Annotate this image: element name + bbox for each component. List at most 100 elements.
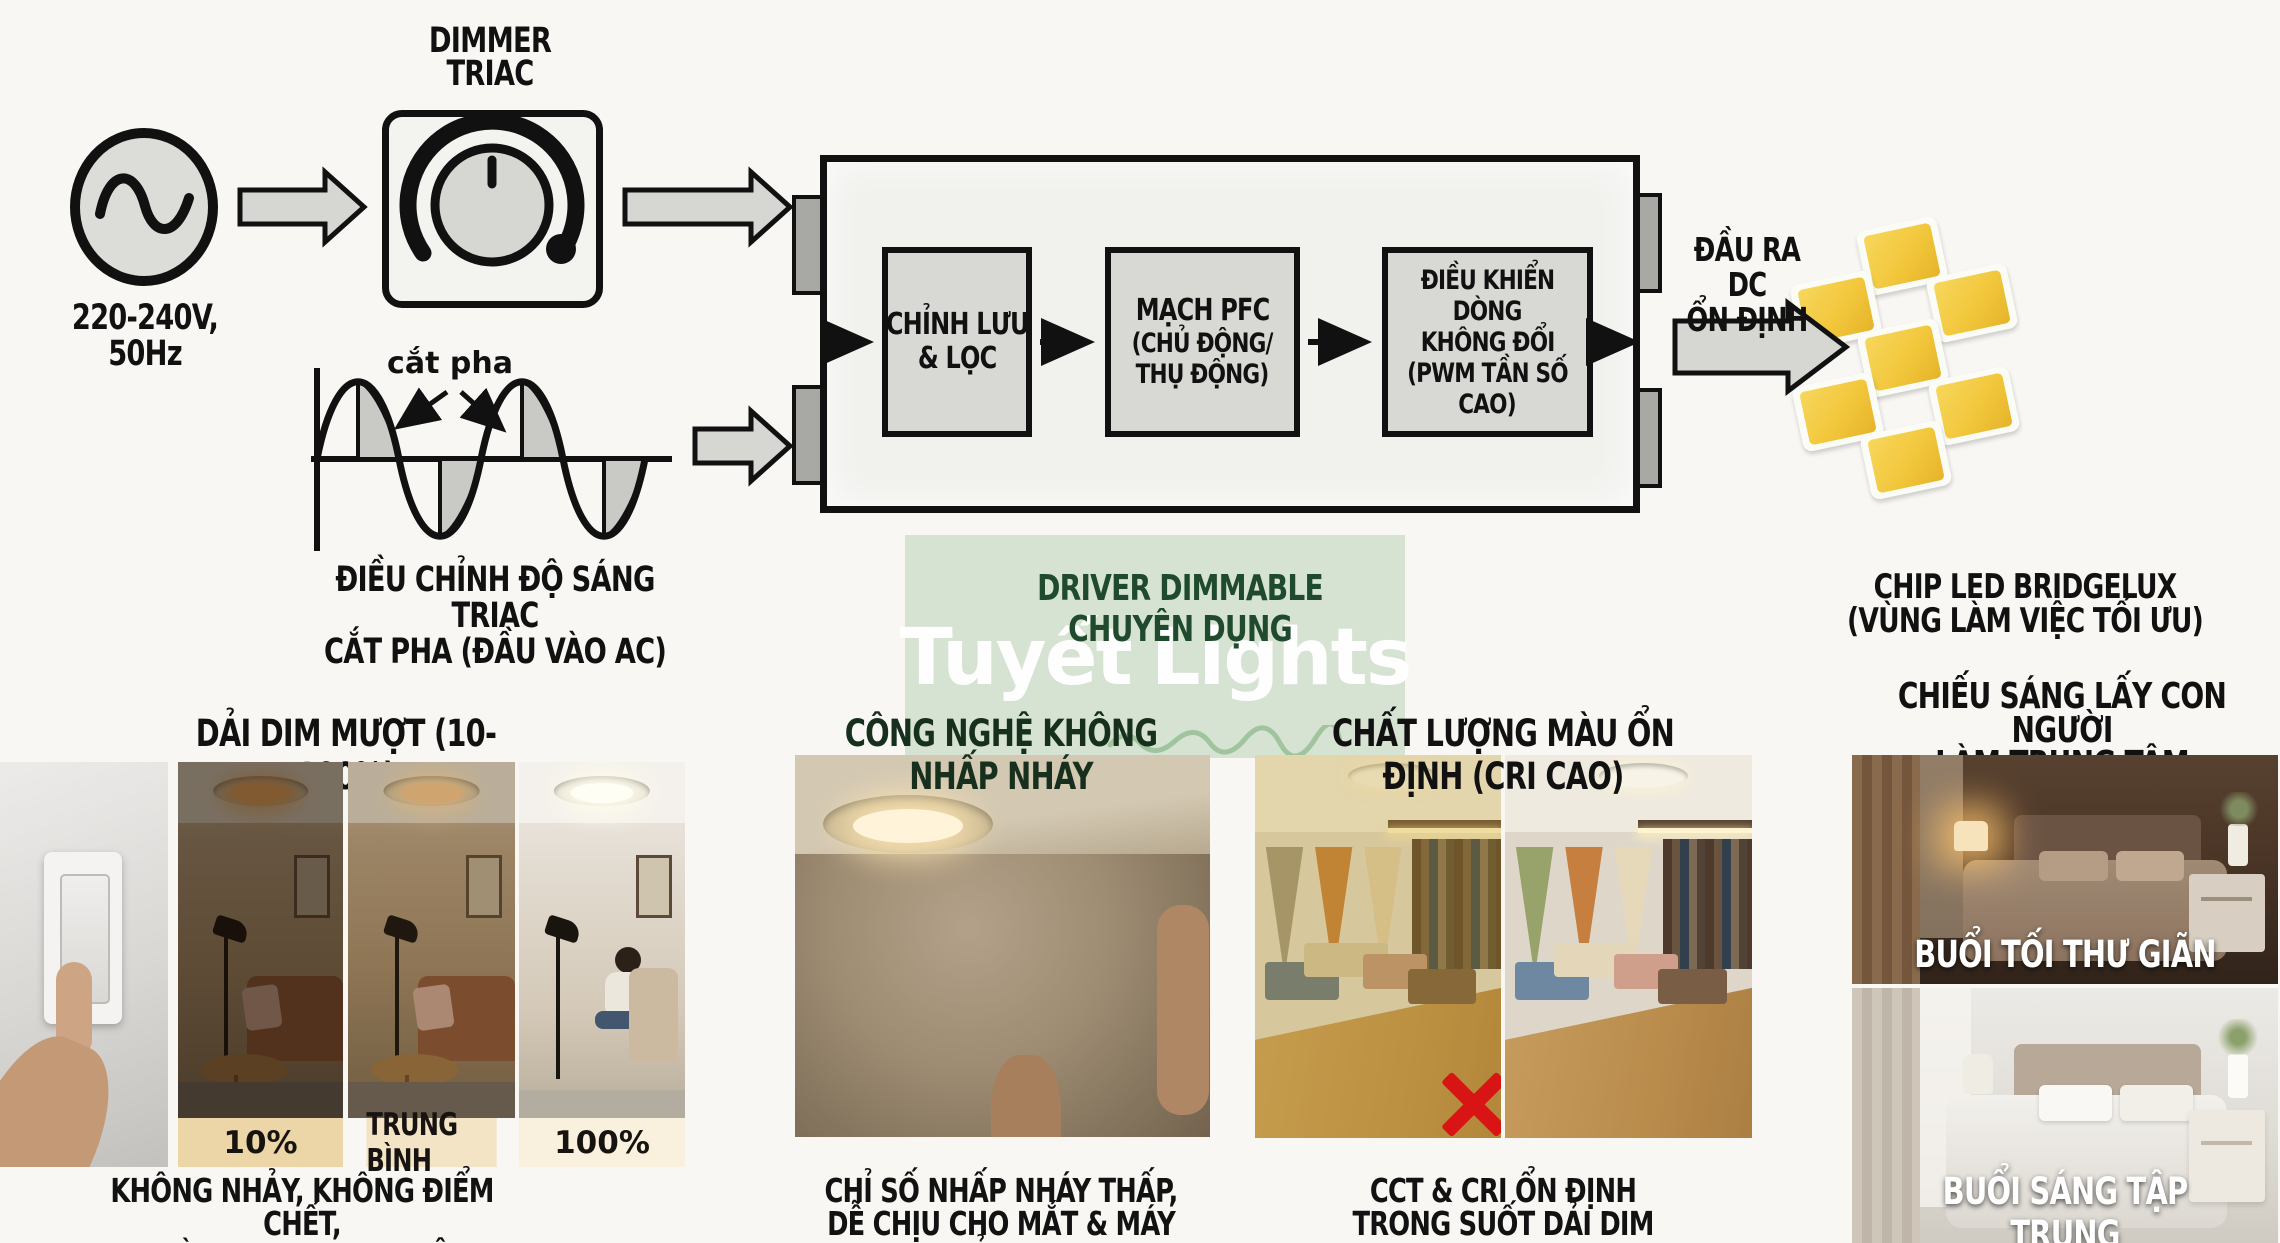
triac-caption: ĐIỀU CHỈNH ĐỘ SÁNG TRIAC CẮT PHA (ĐẦU VÀ…	[300, 562, 690, 670]
feature-caption-dim-range: KHÔNG NHẢY, KHÔNG ĐIỂM CHẾT, ĐƯỜNG CONG …	[107, 1174, 497, 1243]
block-constant-current: ĐIỀU KHIỂN DÒNG KHÔNG ĐỔI (PWM TẦN SỐ CA…	[1382, 247, 1593, 437]
block-label: ĐIỀU KHIỂN	[1420, 264, 1555, 296]
arrow-driver-to-led	[1672, 297, 1851, 397]
fabric-swatch	[1515, 846, 1554, 978]
dim-level-label: TRUNG BÌNH	[366, 1106, 458, 1179]
pillow	[2116, 851, 2185, 881]
room-photo-medium	[348, 762, 515, 1118]
arrow-source-to-dimmer	[237, 166, 368, 248]
dimmer-dial-arc	[399, 112, 585, 262]
warm-cast-overlay	[1255, 755, 1501, 1138]
bedside-lamp	[1954, 821, 1989, 852]
block-label: CAO)	[1458, 388, 1517, 420]
wall-switch-photo	[0, 762, 168, 1167]
pillow	[2039, 851, 2108, 881]
brand-word: Lights	[1150, 613, 1413, 703]
caption-line: CCT & CRI ỔN ĐỊNH	[1369, 1171, 1637, 1210]
dimmer-title-line: TRIAC	[446, 54, 534, 94]
hand	[0, 1018, 134, 1167]
sine-glyph	[95, 173, 194, 234]
fabric-rolls	[1412, 839, 1501, 970]
pillow	[2120, 1084, 2193, 1121]
room-photo-100pct	[519, 762, 685, 1118]
block-label: DÒNG	[1453, 295, 1523, 327]
block-label: & LỌC	[917, 341, 997, 376]
fabric-store-photo-bad	[1255, 755, 1501, 1138]
triac-caption-line: ĐIỀU CHỈNH ĐỘ SÁNG TRIAC	[335, 560, 655, 636]
folded-fabric	[1407, 969, 1477, 1004]
dim-label-strip: 100%	[519, 1118, 685, 1167]
led-chip-heading-line: CHIP LED BRIDGELUX	[1873, 567, 2178, 607]
dim-level-label: 10%	[223, 1124, 298, 1161]
triac-caption-line: CẮT PHA (ĐẦU VÀO AC)	[323, 632, 667, 672]
source-voltage-line: 220-240V,	[71, 298, 219, 338]
hand-holding-phone	[991, 1055, 1061, 1137]
bedroom-evening-photo: BUỔI TỐI THƯ GIÃN	[1852, 755, 2278, 984]
phase-cut-label: cắt pha	[387, 346, 513, 381]
curtain	[1852, 988, 1921, 1243]
block-label: MẠCH PFC	[1135, 293, 1271, 328]
flowers	[2216, 791, 2261, 826]
led-chip-heading-line: (VÙNG LÀM VIỆC TỐI ƯU)	[1846, 601, 2204, 641]
fabric-rolls	[1663, 839, 1752, 970]
dimmer-title: DIMMER TRIAC	[373, 21, 607, 94]
brand-word: Tuyết	[899, 613, 1133, 703]
downlight-glow	[853, 809, 963, 843]
source-voltage-label: 220-240V, 50Hz	[48, 300, 243, 372]
caption-line: CHỈ SỐ NHẤP NHÁY THẤP,	[824, 1171, 1178, 1210]
photo-label-morning: BUỔI SÁNG TẬP TRUNG	[1942, 1170, 2189, 1243]
room-photo-10pct	[178, 762, 343, 1118]
block-pfc: MẠCH PFC (CHỦ ĐỘNG/ THỤ ĐỘNG)	[1105, 247, 1300, 437]
dc-output-line: ĐẦU RA DC	[1693, 230, 1801, 304]
dim-level-label: 100%	[554, 1124, 650, 1161]
feature-heading-color-quality: CHẤT LƯỢNG MÀU ỔN ĐỊNH (CRI CAO)	[1331, 712, 1675, 798]
watermark-panel: Tuyết Lights	[900, 535, 1413, 758]
pillow	[2039, 1084, 2112, 1121]
flowers	[2214, 1018, 2261, 1055]
arrow-waveform-to-driver	[692, 405, 794, 487]
arrow-dimmer-to-driver	[622, 166, 794, 248]
caption-line: TRONG SUỐT DẢI DIM	[1352, 1204, 1654, 1243]
wood-table	[1505, 984, 1752, 1138]
curtain	[1852, 755, 1921, 984]
bedroom-morning-photo: BUỔI SÁNG TẬP TRUNG	[1852, 988, 2278, 1243]
block-label: (CHỦ ĐỘNG/	[1131, 328, 1274, 359]
dimmer-knob	[430, 143, 554, 267]
bedside-lamp	[1962, 1054, 1993, 1095]
x-mark-icon	[1435, 1065, 1501, 1138]
watermark-tagline-script	[1107, 725, 1343, 755]
armchair	[628, 968, 679, 1062]
block-label: CHỈNH LƯU	[885, 307, 1030, 342]
source-voltage-line: 50Hz	[108, 334, 182, 374]
heading-line: CHIẾU SÁNG LẤY CON NGƯỜI	[1897, 676, 2227, 751]
led-chip-heading: CHIP LED BRIDGELUX (VÙNG LÀM VIỆC TỐI ƯU…	[1846, 570, 2205, 638]
feature-heading-dim-range: DẢI DIM MƯỢT (10-100%)	[195, 712, 497, 798]
driver-caption: DRIVER DIMMABLE CHUYÊN DỤNG	[1037, 568, 1324, 650]
dc-output-line: ỔN ĐỊNH	[1686, 300, 1808, 339]
block-label: (PWM TẦN SỐ	[1407, 357, 1569, 389]
caption-line: DỄ CHỊU CHO MẮT & MÁY ẢNH	[827, 1204, 1176, 1243]
block-label: KHÔNG ĐỔI	[1420, 326, 1556, 358]
brand-logo: Tuyết Lights	[900, 613, 1413, 703]
dim-label-strip: 10%	[178, 1118, 343, 1167]
dim-label-strip: TRUNG BÌNH	[366, 1107, 497, 1179]
dimmer-title-line: DIMMER	[428, 21, 552, 61]
drawer-line	[2201, 1141, 2253, 1145]
caption-line: KHÔNG NHẢY, KHÔNG ĐIỂM CHẾT,	[110, 1171, 494, 1243]
feature-caption-color-quality: CCT & CRI ỔN ĐỊNH TRONG SUỐT DẢI DIM	[1308, 1174, 1698, 1240]
fingers	[1157, 905, 1209, 1115]
nightstand	[2188, 874, 2266, 952]
block-rectifier-filter: CHỈNH LƯU & LỌC	[882, 247, 1032, 437]
drawer-line	[2201, 896, 2253, 901]
flicker-test-photo: ⟳	[795, 755, 1210, 1137]
block-label: THỤ ĐỘNG)	[1136, 359, 1270, 390]
folded-fabric	[1658, 969, 1728, 1004]
feature-caption-flicker-free: CHỈ SỐ NHẤP NHÁY THẤP, DỄ CHỊU CHO MẮT &…	[806, 1174, 1196, 1243]
photo-label-evening: BUỔI TỐI THƯ GIÃN	[1914, 933, 2216, 976]
phase-cut-waveform	[311, 368, 672, 551]
fabric-store-photo-good	[1505, 755, 1752, 1138]
flow-diagram-shapes	[70, 112, 1851, 551]
vase	[2228, 1054, 2249, 1099]
caption-line: ĐƯỜNG CONG TỰ NHIÊN	[107, 1240, 497, 1243]
